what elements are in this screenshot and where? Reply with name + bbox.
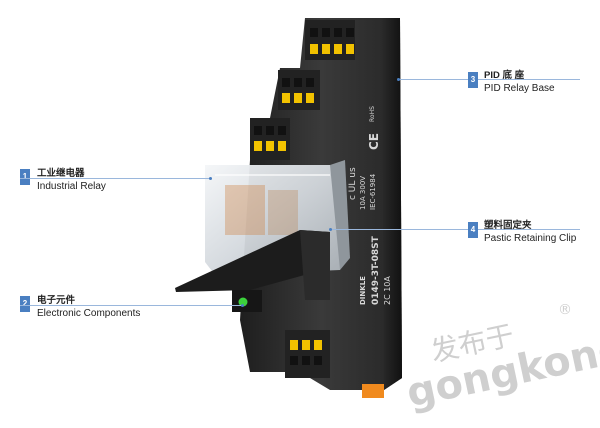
cert-text: c UL us [348, 167, 358, 200]
rating-line2: IEC-61984 [369, 173, 377, 210]
callout-number: 4 [468, 222, 478, 238]
ce-mark: CE [367, 133, 381, 150]
callout-label-en: PID Relay Base [484, 83, 555, 94]
callout-leader-dot [209, 177, 212, 180]
terminal-block-top [305, 20, 355, 60]
callout-label-cn: 工业继电器 [37, 168, 85, 179]
callout-leader-line [398, 79, 580, 80]
callout-label-en: Pastic Retaining Clip [484, 233, 577, 244]
callout-number: 1 [20, 169, 30, 185]
callout-label-cn: 塑料固定夹 [484, 220, 532, 231]
rating-line1: 10A 300V [359, 176, 367, 210]
plastic-retaining-clip [175, 230, 330, 300]
brand-label: DINKLE [359, 276, 367, 305]
callout-label-en: Industrial Relay [37, 181, 106, 192]
callout-leader-dot [397, 78, 400, 81]
callout-leader-dot [241, 304, 244, 307]
callout-leader-line [20, 305, 242, 306]
model-label: 0149-3T-08ST [371, 235, 381, 305]
terminal-block-middle [278, 70, 320, 110]
callout-label-en: Electronic Components [37, 308, 141, 319]
callout-label-cn: 电子元件 [37, 295, 76, 306]
callout-label-cn: PID 底 座 [484, 70, 525, 81]
terminal-block-lower [250, 118, 290, 160]
callout-number: 2 [20, 296, 30, 312]
release-tab [362, 384, 384, 398]
spec-label: 2C 10A [383, 276, 392, 305]
callout-leader-line [20, 178, 210, 179]
led-indicator [238, 297, 248, 307]
electronic-component-module [232, 290, 262, 312]
callout-leader-line [330, 229, 580, 230]
callout-number: 3 [468, 72, 478, 88]
terminal-block-bottom [285, 330, 330, 378]
callout-leader-dot [329, 228, 332, 231]
product-markings: RoHS CE c UL us 10A 300V IEC-61984 DINKL… [348, 106, 392, 305]
watermark-registered: ® [558, 302, 572, 318]
rohs-label: RoHS [369, 106, 376, 122]
